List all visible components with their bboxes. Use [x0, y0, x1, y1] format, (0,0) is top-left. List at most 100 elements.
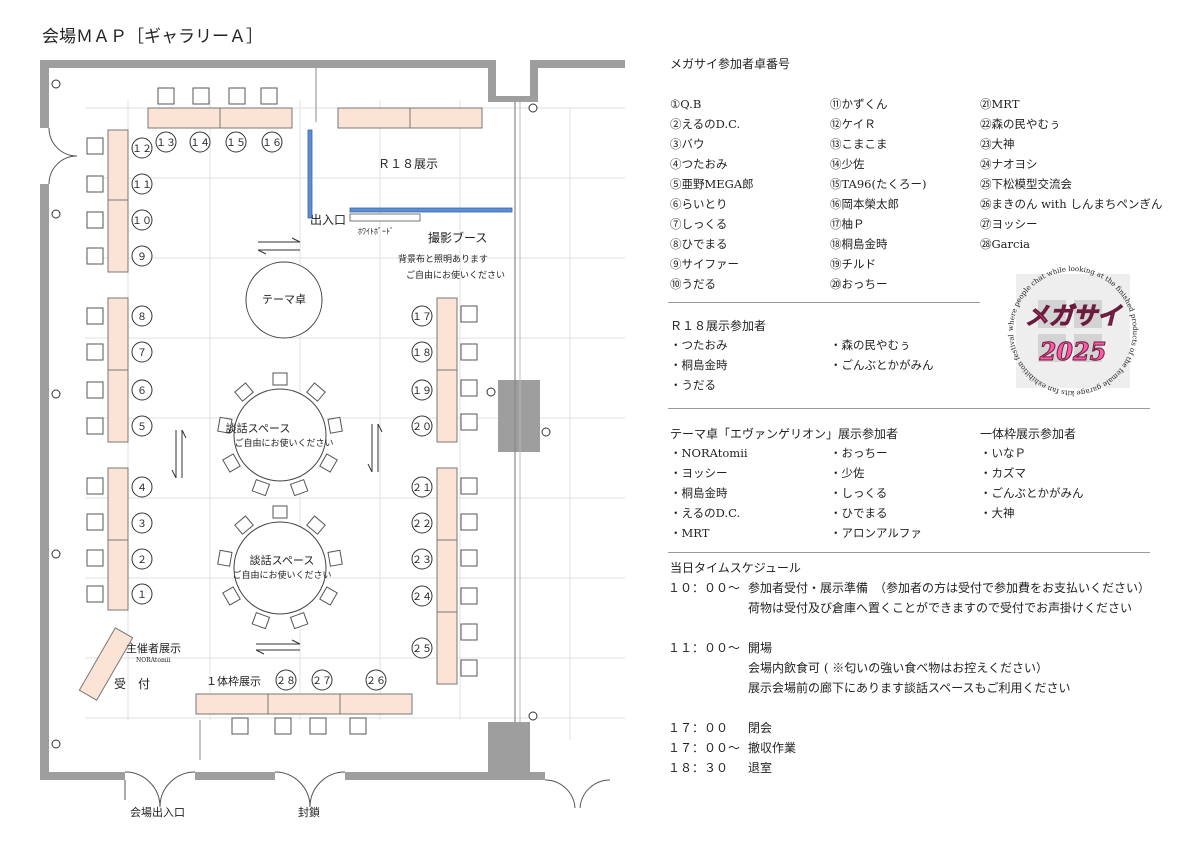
list-item: ・ヨッシー: [670, 466, 728, 480]
table-number: １７: [412, 312, 432, 323]
table-number-circle: [411, 512, 433, 534]
list-item: ⑳おっちー: [830, 277, 888, 291]
list-item: ⑬こまこま: [830, 137, 888, 151]
list-item: ⑩うだる: [670, 277, 716, 291]
list-item: ・うだる: [670, 378, 716, 392]
schedule-time: １０：００〜: [668, 581, 741, 595]
list-item: ・ごんぶとかがみん: [980, 486, 1084, 500]
table-number: ２１: [412, 483, 432, 494]
table-number: ３: [137, 519, 147, 530]
list-item: ㉘Garcia: [980, 237, 1031, 251]
list-item: ⑯岡本榮太郎: [830, 197, 899, 211]
table-number-circle: [311, 669, 333, 691]
table-number: ５: [137, 422, 147, 433]
list-item: ①Q.B: [670, 97, 702, 111]
photo-booth-label: 撮影ブース: [428, 230, 487, 245]
table-number-circle: [189, 131, 211, 153]
list-item: ・ごんぶとかがみん: [830, 358, 934, 372]
table-number: ２３: [412, 555, 432, 566]
talk-space-1-label: 談話スペース: [226, 421, 291, 435]
table-number-circle: [411, 415, 433, 437]
side-door: [48, 127, 78, 185]
talk-space-2-label: 談話スペース: [250, 553, 315, 567]
table-number-circle: [411, 476, 433, 498]
table-number: ９: [137, 252, 147, 263]
table-number-circle: [131, 245, 153, 267]
schedule-time: １８：３０: [668, 761, 729, 775]
table-number: ２８: [276, 676, 296, 687]
schedule-text: 退室: [748, 761, 773, 775]
organizer-sub: NORAtomii: [136, 657, 171, 664]
table-number: ２: [137, 555, 147, 566]
schedule-time: １７：００〜: [668, 741, 741, 755]
divider-3: [668, 552, 1150, 553]
table-number-circle: [131, 137, 153, 159]
talk-space-2-note: ご自由にお使いください: [232, 569, 331, 581]
list-item: ・えるのD.C.: [670, 506, 741, 520]
venue-entrance-label: 会場出入口: [130, 805, 185, 819]
r18-col-1: ・つたおみ・桐島金時・うだる: [670, 335, 728, 395]
list-item: ㉑MRT: [980, 97, 1020, 111]
table-number-circle: [131, 583, 153, 605]
table-number-circle: [131, 379, 153, 401]
table-number: ２４: [412, 592, 432, 603]
list-item: ⑥らいとり: [670, 197, 728, 211]
table-number-circle: [131, 305, 153, 327]
schedule-text: 開場: [748, 641, 773, 655]
table-number: ２６: [366, 676, 386, 687]
table-number: ４: [137, 483, 147, 494]
list-item: ㉓大神: [980, 137, 1015, 151]
table-number: １５: [226, 138, 246, 149]
list-item: ⑤亜野MEGA郎: [670, 177, 754, 191]
list-item: ・しっくる: [830, 486, 888, 500]
single-title: 一体枠展示参加者: [980, 427, 1077, 441]
theme-table-label: テーマ卓: [262, 293, 306, 306]
list-item: ・森の民やむぅ: [830, 338, 911, 352]
r18-partition-2: [349, 207, 513, 213]
single-frame-label: １体枠展示: [206, 674, 261, 688]
photo-note-1: 背景布と照明あります: [398, 253, 488, 265]
list-item: ・大神: [980, 506, 1015, 520]
schedule-text: 会場内飲食可 ( ※匂いの強い食べ物はお控えください）: [748, 661, 1048, 675]
walls: [40, 60, 625, 780]
list-item: ㉖まきのん with しんまちペンぎん: [980, 197, 1163, 211]
talk-space-1: [217, 372, 343, 497]
table-number-circle: [155, 131, 177, 153]
logo-year-text: 2025: [1039, 337, 1107, 366]
table-number: １８: [412, 348, 432, 359]
schedule-text: 荷物は受付及び倉庫へ置くことができますので受付でお声掛けください: [748, 601, 1133, 615]
theme-table: [245, 261, 323, 339]
table-number: １: [137, 590, 147, 601]
list-item: ・桐島金時: [670, 358, 728, 372]
venue-map: 会場ＭＡＰ［ギャラリーＡ］: [40, 27, 625, 819]
single-col: ・いなＰ・カズマ・ごんぶとかがみん・大神: [980, 443, 1084, 523]
table-number-circle: [261, 131, 283, 153]
table-number-circle: [131, 512, 153, 534]
list-item: ⑫ケイＲ: [830, 117, 876, 131]
list-item: ・NORAtomii: [670, 446, 748, 460]
whiteboard-label: ﾎﾜｲﾄﾎﾞｰﾄﾞ: [358, 227, 394, 236]
table-number-circle: [411, 548, 433, 570]
theme-title: テーマ卓「エヴァンゲリオン」展示参加者: [670, 427, 899, 441]
table-number-circle: [225, 131, 247, 153]
table-number-circle: [275, 669, 297, 691]
schedule-text: 展示会場前の廊下にあります談話スペースもご利用ください: [748, 681, 1071, 695]
list-item: ・いなＰ: [980, 446, 1026, 460]
table-number-circle: [131, 415, 153, 437]
divider-2: [668, 408, 1150, 409]
table-number-circle: [131, 209, 153, 231]
table-number-circle: [131, 341, 153, 363]
schedule-time: １７：００: [668, 721, 729, 735]
list-item: ・桐島金時: [670, 486, 728, 500]
table-number: １２: [132, 144, 152, 155]
table-number: ２２: [412, 519, 432, 530]
r18-title: Ｒ１８展示参加者: [670, 319, 767, 333]
list-item: ・ひでまる: [830, 506, 888, 520]
r18-label: Ｒ１８展示: [378, 157, 438, 171]
list-item: ・つたおみ: [670, 338, 728, 352]
table-number-circle: [131, 548, 153, 570]
list-item: ㉒森の民やむぅ: [980, 117, 1061, 131]
table-number-circle: [365, 669, 387, 691]
